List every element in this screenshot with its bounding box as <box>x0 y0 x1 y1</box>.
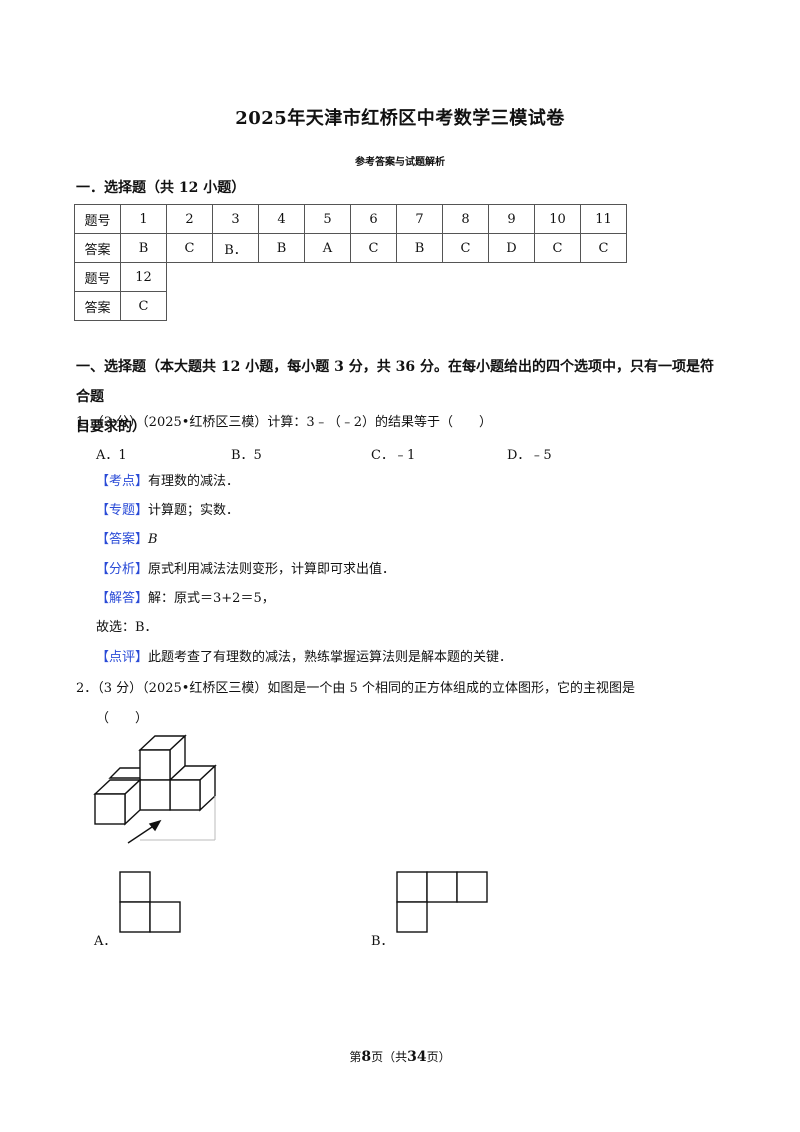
question2-stem-line2: （ ） <box>96 711 149 726</box>
table-cell-number: 12 <box>120 262 167 292</box>
cube-front-face <box>139 779 171 811</box>
question2-option-b-label: B． <box>371 934 394 949</box>
table-cell-number: 7 <box>396 204 443 234</box>
table-cell-answer: D <box>488 233 535 263</box>
daan-text: B <box>148 532 158 547</box>
table-cell-answer: C <box>166 233 213 263</box>
table-cell-answer: B <box>258 233 305 263</box>
q1-fenxi: 【分析】原式利用减法法则变形，计算即可求出值． <box>96 560 395 580</box>
table-cell-number: 4 <box>258 204 305 234</box>
table-cell-answer: B． <box>212 233 259 263</box>
table-cell-answer: C <box>350 233 397 263</box>
question1-option-d: D．﹣5 <box>507 448 552 463</box>
option-b-figure <box>396 871 488 933</box>
table-row: 题号 12 <box>74 262 627 292</box>
document-title: 2025年天津市红桥区中考数学三模试卷 <box>235 108 565 129</box>
question1-stem: 1．（3 分）（2025•红桥区三模）计算：3﹣（﹣2）的结果等于（ ） <box>76 415 492 430</box>
table-cell-answer: B <box>120 233 167 263</box>
cube-stack-figure <box>93 734 217 844</box>
kaodian-text: 有理数的减法． <box>148 474 240 489</box>
table-cell-label: 题号 <box>74 262 121 292</box>
question1-option-a: A．1 <box>96 448 127 463</box>
footer-page-number: 8 <box>361 1049 372 1065</box>
section2-heading-line2: 目要求的） <box>76 419 146 435</box>
cube-front-face <box>94 793 126 825</box>
square <box>456 871 488 903</box>
table-cell-label: 题号 <box>74 204 121 234</box>
dianping-tag: 【点评】 <box>96 650 149 665</box>
cube-front-face <box>139 749 171 781</box>
table-cell-number: 10 <box>534 204 581 234</box>
jieda-tag: 【解答】 <box>96 591 149 606</box>
cube-front-face <box>169 779 201 811</box>
footer-total-pages: 34 <box>407 1049 427 1065</box>
square <box>396 901 428 933</box>
table-cell-number: 5 <box>304 204 351 234</box>
footer-mid: 页（共 <box>371 1050 408 1064</box>
q1-zhuanti: 【专题】计算题；实数． <box>96 501 239 521</box>
table-cell-answer: C <box>120 291 167 321</box>
table-cell-label: 答案 <box>74 233 121 263</box>
table-row: 答案 C <box>74 291 627 321</box>
section2-heading: 一、选择题（本大题共 12 小题，每小题 3 分，共 36 分。在每小题给出的四… <box>76 352 726 442</box>
table-cell-number: 11 <box>580 204 627 234</box>
table-cell-empty <box>167 292 627 321</box>
page-footer: 第8页（共34页） <box>0 1048 800 1065</box>
daan-tag: 【答案】 <box>96 532 149 547</box>
section2-heading-line1: 一、选择题（本大题共 12 小题，每小题 3 分，共 36 分。在每小题给出的四… <box>76 359 714 405</box>
question1-option-c: C．﹣1 <box>371 448 416 463</box>
square <box>119 901 151 933</box>
table-cell-number: 6 <box>350 204 397 234</box>
footer-suffix: 页） <box>426 1050 451 1064</box>
zhuanti-tag: 【专题】 <box>96 503 149 518</box>
jieda-text: 解：原式＝3+2＝5， <box>148 591 275 606</box>
table-cell-number: 3 <box>212 204 259 234</box>
square <box>396 871 428 903</box>
q1-jieda: 【解答】解：原式＝3+2＝5， <box>96 589 275 609</box>
question2-stem-line1: 2．（3 分）（2025•红桥区三模）如图是一个由 5 个相同的正方体组成的立体… <box>76 681 635 696</box>
q1-dianping: 【点评】此题考查了有理数的减法，熟练掌握运算法则是解本题的关键． <box>96 648 512 668</box>
square <box>119 871 151 903</box>
fenxi-tag: 【分析】 <box>96 562 149 577</box>
square <box>426 871 458 903</box>
section1-heading: 一．选择题（共 12 小题） <box>76 180 246 196</box>
q1-daan: 【答案】B <box>96 530 158 550</box>
arrow-head <box>148 819 162 832</box>
table-cell-number: 2 <box>166 204 213 234</box>
table-cell-number: 8 <box>442 204 489 234</box>
zhuanti-text: 计算题；实数． <box>148 503 240 518</box>
question1-option-b: B．5 <box>231 448 262 463</box>
table-cell-answer: B <box>396 233 443 263</box>
fenxi-text: 原式利用减法法则变形，计算即可求出值． <box>148 562 396 577</box>
table-row: 题号 1 2 3 4 5 6 7 8 9 10 11 <box>74 204 627 234</box>
table-cell-answer: C <box>534 233 581 263</box>
dianping-text: 此题考查了有理数的减法，熟练掌握运算法则是解本题的关键． <box>148 650 513 665</box>
square <box>149 901 181 933</box>
table-cell-answer: A <box>304 233 351 263</box>
table-row: 答案 B C B． B A C B C D C C <box>74 233 627 263</box>
table-cell-answer: C <box>580 233 627 263</box>
table-cell-empty <box>167 263 627 292</box>
option-a-figure <box>119 871 181 933</box>
question2-option-a-label: A． <box>94 934 117 949</box>
table-cell-number: 9 <box>488 204 535 234</box>
table-cell-answer: C <box>442 233 489 263</box>
footer-prefix: 第 <box>349 1050 362 1064</box>
kaodian-tag: 【考点】 <box>96 474 149 489</box>
q1-guxuan: 故选：B． <box>96 620 158 635</box>
table-cell-label: 答案 <box>74 291 121 321</box>
answer-table: 题号 1 2 3 4 5 6 7 8 9 10 11 答案 B C B． B A… <box>74 204 627 321</box>
document-subtitle: 参考答案与试题解析 <box>355 157 445 168</box>
q1-kaodian: 【考点】有理数的减法． <box>96 472 239 492</box>
table-cell-number: 1 <box>120 204 167 234</box>
